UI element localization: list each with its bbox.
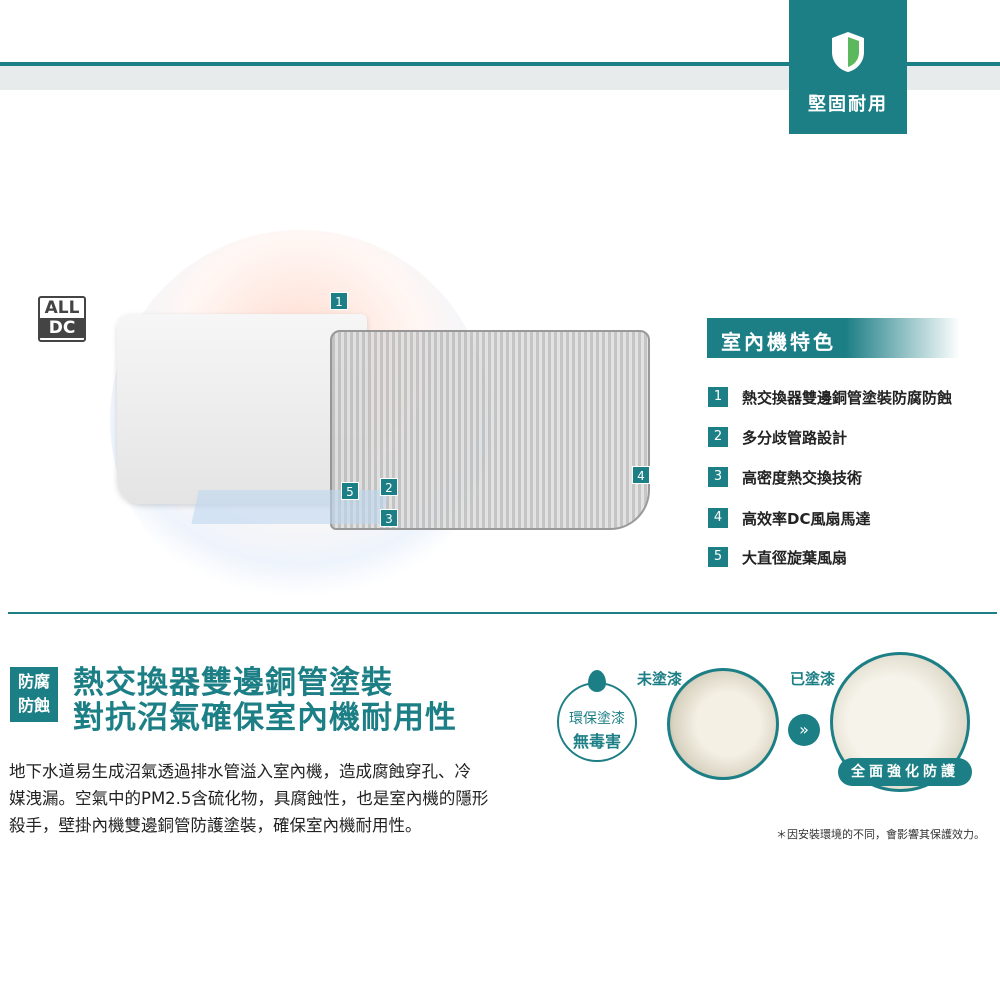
feature-label: 高密度熱交換技術: [742, 468, 863, 487]
diagram-marker-2: 2: [380, 478, 398, 496]
section-divider: [8, 612, 997, 614]
feature-label: 多分歧管路設計: [742, 428, 848, 447]
section-title-line1: 熱交換器雙邊銅管塗裝: [73, 665, 393, 701]
full-protection-pill: 全面強化防護: [838, 758, 972, 786]
diagram-marker-1: 1: [330, 292, 348, 310]
feature-label: 大直徑旋葉風扇: [742, 548, 848, 567]
double-chevron-right-icon: »: [788, 714, 820, 746]
feature-num: 5: [708, 547, 728, 567]
feature-label: 熱交換器雙邊銅管塗裝防腐防蝕: [742, 388, 953, 407]
feature-item: 2 多分歧管路設計: [708, 427, 1000, 447]
diagram-marker-4: 4: [632, 466, 650, 484]
all-dc-logo: ALL DC: [38, 296, 86, 342]
feature-num: 2: [708, 427, 728, 447]
diagram-marker-3: 3: [380, 509, 398, 527]
section-title-line2: 對抗沼氣確保室內機耐用性: [73, 700, 457, 736]
eco-line2: 無毒害: [572, 732, 621, 751]
logo-line2: DC: [40, 318, 84, 338]
feature-item: 5 大直徑旋葉風扇: [708, 547, 1000, 567]
shield-icon: [832, 32, 864, 72]
before-coating-photo: [667, 668, 779, 780]
footnote: ＊因安裝環境的不同，會影響其保護效力。: [776, 828, 985, 841]
ac-louver: [191, 490, 389, 524]
section-body-line3: 殺手，壁掛內機雙邊銅管防護塗裝，確保室內機耐用性。: [9, 816, 422, 835]
eco-line1: 環保塗漆: [569, 711, 625, 727]
water-drop-icon: [588, 670, 606, 692]
feature-num: 4: [708, 508, 728, 528]
badge-line2: 防蝕: [17, 696, 50, 715]
ac-unit-body: [117, 314, 367, 504]
top-accent-line: [0, 62, 1000, 66]
after-label: 已塗漆: [790, 670, 836, 688]
section-body-line1: 地下水道易生成沼氣透過排水管溢入室內機，造成腐蝕穿孔、冷: [9, 762, 471, 781]
anticorrosion-badge: 防腐 防蝕: [10, 667, 58, 722]
feature-item: 3 高密度熱交換技術: [708, 467, 1000, 487]
features-title: 室內機特色: [707, 318, 960, 358]
feature-num: 1: [708, 387, 728, 407]
feature-item: 4 高效率DC風扇馬達: [708, 508, 1000, 528]
diagram-marker-5: 5: [341, 482, 359, 500]
feature-label: 高效率DC風扇馬達: [742, 509, 871, 528]
durability-badge: 堅固耐用: [789, 0, 907, 134]
feature-item: 1 熱交換器雙邊銅管塗裝防腐防蝕: [708, 387, 1000, 407]
logo-line1: ALL: [44, 298, 80, 318]
badge-line1: 防腐: [17, 672, 50, 691]
section-body-line2: 媒洩漏。空氣中的PM2.5含硫化物，具腐蝕性，也是室內機的隱形: [9, 789, 489, 808]
eco-paint-badge: 環保塗漆 無毒害: [557, 682, 637, 762]
badge-label: 堅固耐用: [808, 94, 888, 115]
feature-num: 3: [708, 467, 728, 487]
before-label: 未塗漆: [637, 670, 683, 688]
